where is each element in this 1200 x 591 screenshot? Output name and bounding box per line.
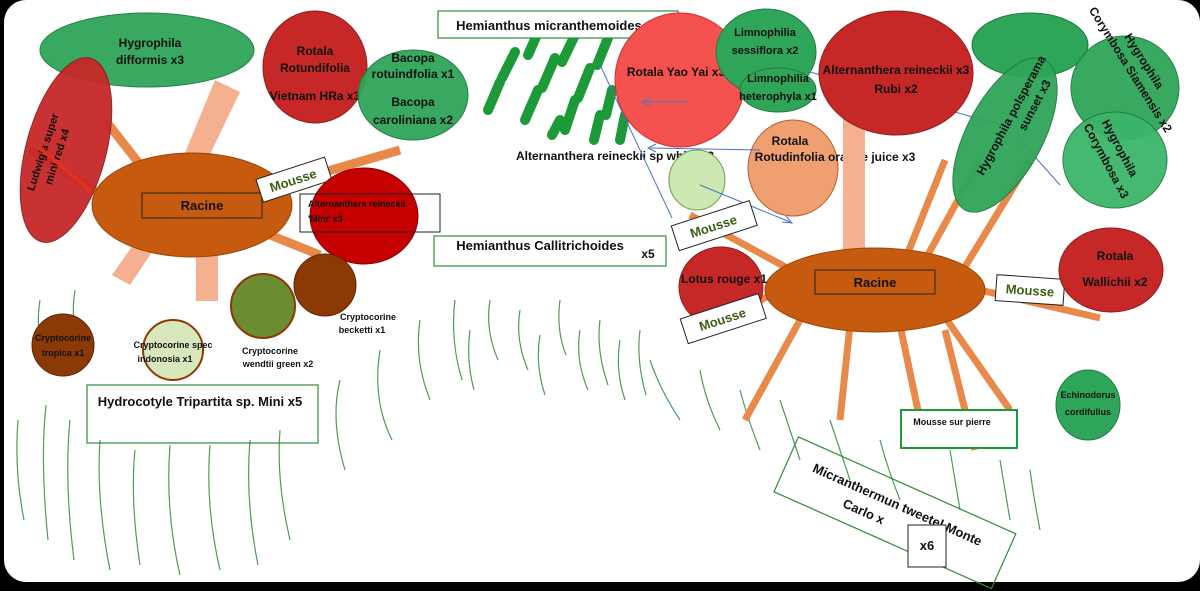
ludwigia-shape <box>19 57 113 243</box>
crypto-tropica-shape <box>31 313 95 377</box>
hemianthus-micranthemoides-label: Hemianthus micranthemoides x6 <box>456 18 660 33</box>
echinodorus-label-1: Echinodorus <box>1060 390 1115 400</box>
rotala-rotundifolia-label-3: Vietnam HRa x3 <box>270 89 361 103</box>
lotus-rouge-label: Lotus rouge x1 <box>681 272 767 286</box>
crypto-becketti-shape <box>293 253 357 317</box>
hygrophila-corymbosa-shape <box>1062 111 1168 209</box>
limnophila-sessiflora-label-1: Limnophilia <box>734 27 797 39</box>
rotala-wallichii-label-1: Rotala <box>1097 249 1134 263</box>
hemianthus-callitrichoides-label: Hemianthus Callitrichoides <box>456 238 624 253</box>
bacopa-car-label-1: Bacopa <box>391 95 435 109</box>
racine-left <box>91 152 293 258</box>
racine-left-label: Racine <box>181 198 224 213</box>
crypto-spec-label-1: Cryptocorine spec <box>133 340 212 350</box>
ludwigia-stem <box>38 146 94 194</box>
alternanthera-white-shape <box>668 149 726 211</box>
limnophila-heterophyla-shape <box>739 67 817 113</box>
racine-left-label-box <box>141 192 263 219</box>
rotala-wallichii-shape <box>1058 227 1164 313</box>
echinodorus-shape <box>1055 369 1121 441</box>
svg-text:Mousse: Mousse <box>1005 281 1054 299</box>
hygrophila-difformis-label-2: difformis x3 <box>116 53 184 67</box>
micranthemum-count-box <box>907 524 947 568</box>
hygrophila-polysperma-shape <box>952 57 1058 213</box>
crypto-wendtii-shape <box>230 273 296 339</box>
rotala-rotundifolia-label-1: Rotala <box>297 44 334 58</box>
crypto-becketti-label-2: becketti x1 <box>339 325 386 335</box>
rotala-rotundifolia-shape <box>262 10 368 124</box>
hygrophila-difformis-label-1: Hygrophila <box>119 36 182 50</box>
hydrocotyle-box <box>86 384 319 444</box>
crypto-becketti-label-1: Cryptocorine <box>340 312 396 322</box>
rotala-yao-yai-label: Rotala Yao Yai x3 <box>627 65 726 79</box>
racine-right-label: Racine <box>854 275 897 290</box>
rotala-rotundifolia-label-2: Rotundifolia <box>280 61 350 75</box>
micranthemum-count: x6 <box>920 538 934 553</box>
limnophila-heterophyla-label-2: heterophyla x1 <box>739 91 817 103</box>
grass-strokes <box>16 289 1041 576</box>
crypto-wendtii-label-2: wendtii green x2 <box>242 359 314 369</box>
crypto-wendtii-label-1: Cryptocorine <box>242 346 298 356</box>
racine-right-trunk <box>843 105 865 270</box>
rotala-wallichii-label-2: Wallichii x2 <box>1083 275 1148 289</box>
bacopa-rot-label-2: rotuindfolia x1 <box>372 67 455 81</box>
racine-right-label-box <box>814 269 936 295</box>
hemianthus-callitrichoides-count: x5 <box>641 247 655 261</box>
limnophila-heterophyla-label-1: Limnophilia <box>747 73 810 85</box>
mousse-right: Mousse <box>994 274 1066 306</box>
crypto-tropica-label-2: tropica x1 <box>42 348 85 358</box>
alternanthera-mini-shape <box>309 167 419 265</box>
hydrocotyle-label: Hydrocotyle Tripartita sp. Mini x5 <box>98 394 302 409</box>
crypto-spec-shape <box>142 319 204 381</box>
alternanthera-white-label: Alternanthera reineckii sp white x2 <box>516 149 714 163</box>
rotala-orange-shape <box>747 119 839 217</box>
bacopa-car-label-2: caroliniana x2 <box>373 113 453 127</box>
alternanthera-rubi-label-2: Rubi x2 <box>874 82 918 96</box>
alternanthera-mini-label-2: 'Mini' x3 <box>308 214 343 224</box>
rotala-orange-label-1: Rotala <box>772 134 809 148</box>
alternanthera-mini-box <box>299 193 441 233</box>
limnophila-sessiflora-label-2: sessiflora x2 <box>732 45 799 57</box>
racine-right <box>764 247 986 333</box>
alternanthera-mini-label-1: Alternanthera reineckii <box>308 199 406 209</box>
crypto-tropica-label-1: Cryptocorine <box>35 333 91 343</box>
rotala-orange-label-2: Rotudinfolia orange juice x3 <box>755 150 916 164</box>
echinodorus-label-2: cordifulius <box>1065 407 1111 417</box>
crypto-spec-label-2: indonosia x1 <box>137 354 192 364</box>
hemianthus-callitrichoides-box <box>433 235 667 267</box>
mousse-sur-pierre-box <box>900 409 1018 449</box>
alternanthera-rubi-label-1: Alternanthera reineckii x3 <box>823 63 970 77</box>
mousse-sur-pierre-label: Mousse sur pierre <box>913 417 991 427</box>
bacopa-rot-label-1: Bacopa <box>391 51 435 65</box>
hemianthus-micranthemoides-strokes <box>483 23 630 145</box>
bacopa-shape <box>357 49 469 141</box>
alternanthera-rubi-shape <box>818 10 974 136</box>
